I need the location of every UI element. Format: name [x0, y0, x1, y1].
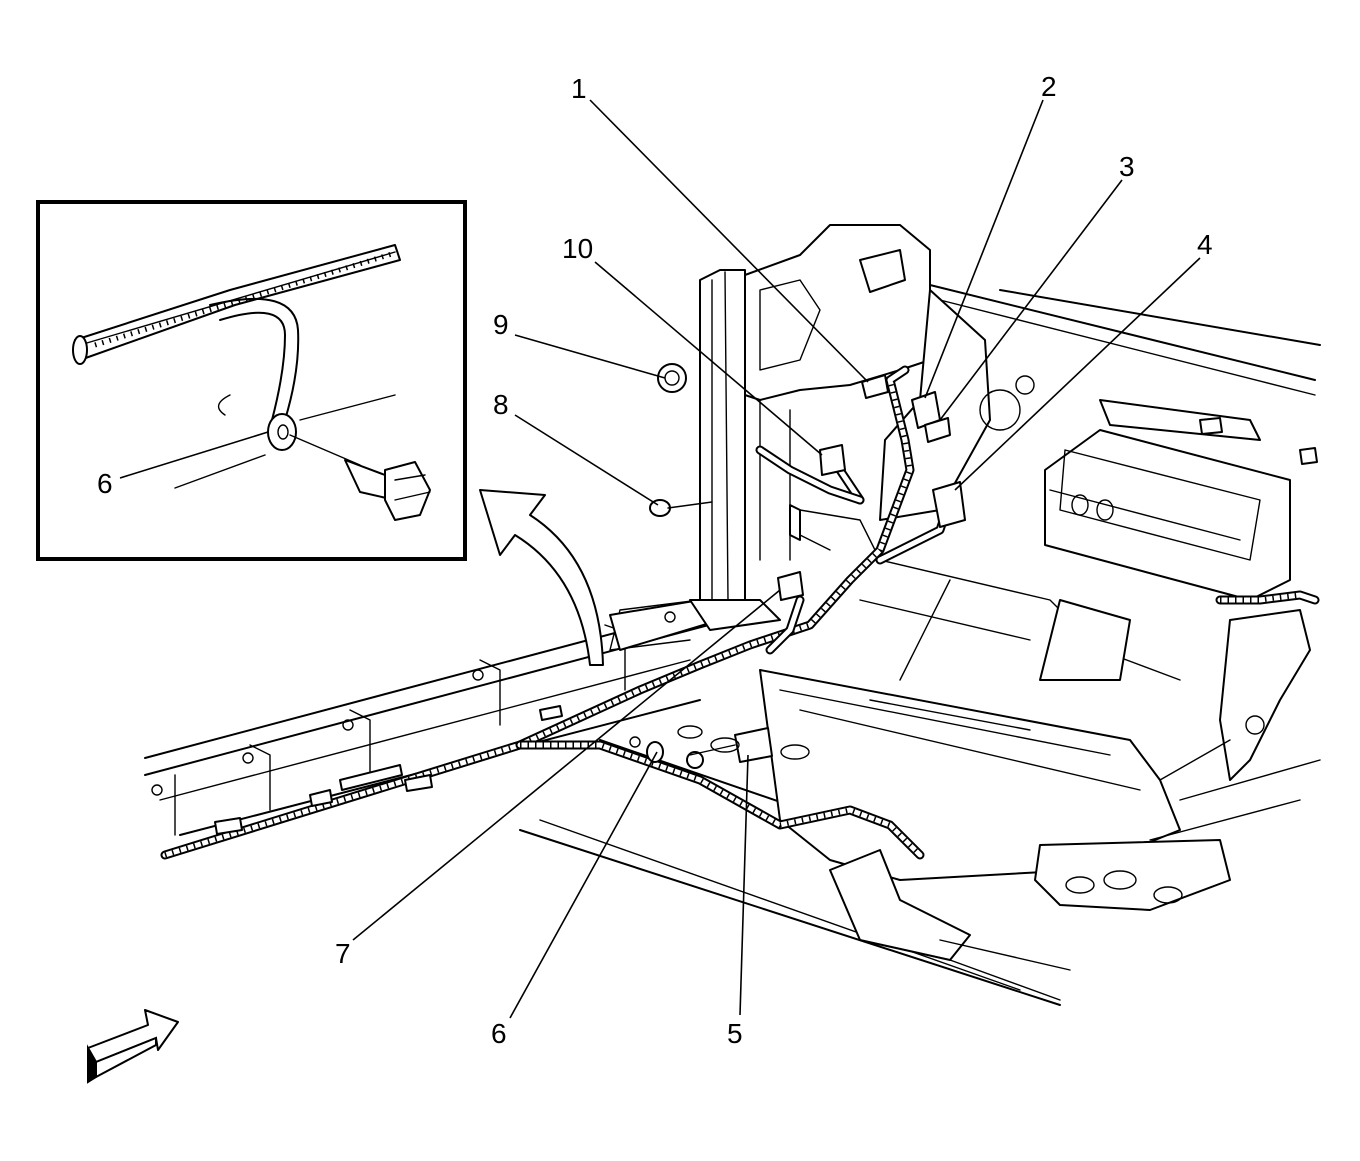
callout-9: 9: [493, 309, 509, 340]
callout-leaders: [352, 99, 1201, 1019]
floor-pan-structure: [144, 284, 1321, 1006]
callout-10: 10: [562, 233, 593, 264]
body-side-pillar: [609, 224, 1318, 651]
bolt-6: [646, 741, 664, 763]
front-direction-arrow-icon: [87, 1009, 179, 1084]
callout-1: 1: [571, 73, 587, 104]
callout-7: 7: [335, 938, 351, 969]
connectors: [629, 363, 966, 769]
callout-4: 4: [1197, 229, 1213, 260]
callout-3: 3: [1119, 151, 1135, 182]
washer: [267, 413, 297, 451]
callout-2: 2: [1041, 71, 1057, 102]
inset-detail-view: 6: [36, 200, 467, 561]
inset-callout-6: 6: [97, 468, 113, 499]
callout-6: 6: [491, 1018, 507, 1049]
connector-4: [932, 481, 966, 528]
callout-5: 5: [727, 1018, 743, 1049]
connector-5: [734, 727, 773, 763]
connector-10: [819, 444, 846, 476]
grommet-9: [657, 363, 687, 393]
detail-view-arrow-icon: [479, 489, 604, 666]
connector-1: [861, 374, 889, 399]
connector-3: [924, 417, 951, 443]
connector-7: [777, 571, 804, 601]
callout-labels: 1 2 3 4 5 6 7 8 9 10: [335, 71, 1213, 1049]
callout-8: 8: [493, 389, 509, 420]
